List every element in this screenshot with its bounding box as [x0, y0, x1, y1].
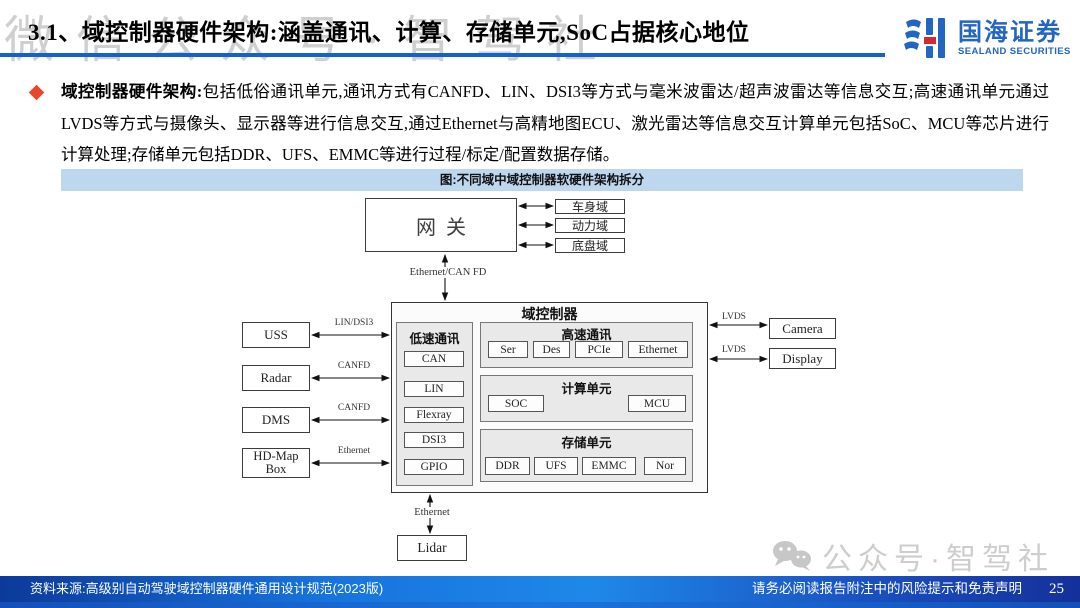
page-title: 3.1、域控制器硬件架构:涵盖通讯、计算、存储单元,SoC占据核心地位: [28, 20, 750, 45]
figure-caption: 图:不同域中域控制器软硬件架构拆分: [61, 169, 1023, 191]
storage-item-nor: Nor: [644, 457, 686, 475]
logo-name-en: SEALAND SECURITIES: [958, 45, 1071, 57]
compute-title: 计算单元: [561, 382, 612, 396]
high-speed-item-ethernet: Ethernet: [628, 341, 688, 358]
high-speed-item-ser: Ser: [488, 341, 528, 358]
storage-item-ufs: UFS: [534, 457, 578, 475]
high-speed-item-pcie: PCIe: [575, 341, 623, 358]
domain-box-power: 动力域: [555, 218, 625, 233]
node-hdmap-box: HD-Map Box: [242, 448, 310, 478]
wechat-icon: [773, 541, 811, 571]
logo-name-cn: 国海证券: [958, 18, 1062, 46]
bullet-diamond-icon: [28, 84, 45, 101]
node-lidar: Lidar: [397, 535, 467, 561]
low-speed-item-flexray: Flexray: [404, 407, 464, 423]
low-speed-title: 低速通讯: [409, 332, 460, 346]
domain-box-chassis: 底盘域: [555, 238, 625, 253]
compute-item-soc: SOC: [488, 395, 544, 412]
node-dms: DMS: [242, 407, 310, 433]
compute-item-mcu: MCU: [628, 395, 686, 412]
storage-title: 存储单元: [561, 436, 612, 450]
low-speed-item-lin: LIN: [404, 381, 464, 397]
footer-disclaimer: 请务必阅读报告附注中的风险提示和免责声明: [752, 581, 1022, 596]
link-label-display: LVDS: [722, 345, 746, 355]
summary-lead: 域控制器硬件架构:: [61, 82, 203, 101]
link-label-hdmap: Ethernet: [337, 446, 371, 456]
link-label-lidar: Ethernet: [404, 507, 460, 518]
link-label-dms: CANFD: [337, 403, 371, 413]
summary-body: 包括低俗通讯单元,通讯方式有CANFD、LIN、DSI3等方式与毫米波雷达/超声…: [61, 82, 1049, 164]
footer-bar: 资料来源:高级别自动驾驶域控制器硬件通用设计规范(2023版) 请务必阅读报告附…: [0, 576, 1080, 602]
low-speed-item-gpio: GPIO: [404, 459, 464, 475]
low-speed-section: [396, 322, 473, 486]
watermark-bottom: 公众号·智驾社: [772, 534, 1054, 578]
summary-paragraph: 域控制器硬件架构:包括低俗通讯单元,通讯方式有CANFD、LIN、DSI3等方式…: [61, 76, 1049, 171]
header-rule: [0, 53, 885, 57]
sealand-logo: 国海证券 SEALAND SECURITIES: [902, 16, 1071, 60]
gateway-link-label: Ethernet/CAN FD: [400, 267, 496, 278]
logo-text: 国海证券 SEALAND SECURITIES: [958, 18, 1071, 57]
high-speed-title: 高速通讯: [561, 328, 612, 342]
footer-strip: [0, 602, 1080, 608]
watermark-bottom-text: 公众号·智驾社: [822, 543, 1054, 576]
page-number: 25: [1049, 581, 1064, 597]
gateway-box: 网关: [365, 198, 517, 252]
storage-item-emmc: EMMC: [582, 457, 636, 475]
controller-title: 域控制器: [521, 308, 578, 323]
node-radar: Radar: [242, 365, 310, 391]
footer-source: 资料来源:高级别自动驾驶域控制器硬件通用设计规范(2023版): [30, 581, 384, 596]
domain-box-body: 车身域: [555, 199, 625, 214]
node-camera: Camera: [769, 318, 836, 339]
watermark-top-text: 微信公众号·智驾社: [4, 12, 619, 68]
low-speed-item-can: CAN: [404, 351, 464, 367]
link-label-radar: CANFD: [337, 361, 371, 371]
node-display: Display: [769, 348, 836, 369]
storage-item-ddr: DDR: [485, 457, 530, 475]
low-speed-item-dsi3: DSI3: [404, 432, 464, 448]
link-label-camera: LVDS: [722, 312, 746, 322]
link-label-uss: LIN/DSI3: [334, 318, 374, 328]
node-uss: USS: [242, 322, 310, 348]
high-speed-item-des: Des: [533, 341, 570, 358]
sealand-logo-icon: [904, 18, 945, 58]
